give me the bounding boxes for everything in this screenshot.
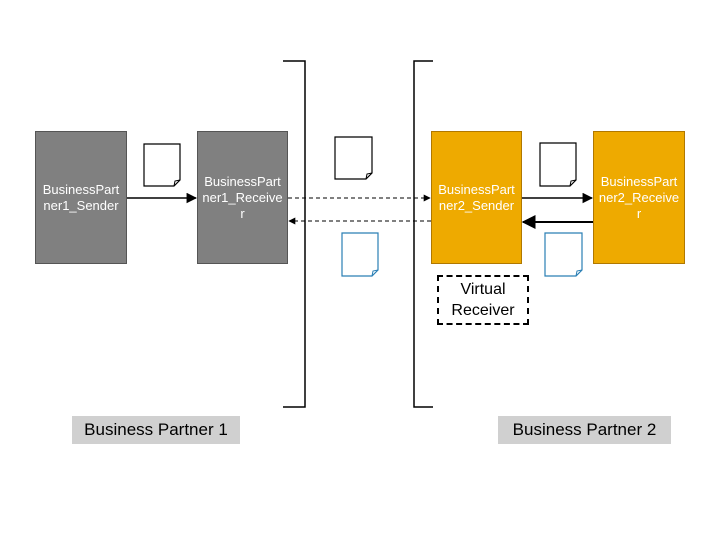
bp1-receiver-label: BusinessPartner1_Receiver bbox=[202, 173, 283, 221]
bp2-receiver-label: BusinessPartner2_Receiver bbox=[598, 173, 680, 221]
response-document-icon bbox=[341, 232, 379, 277]
bp2-receiver-box: BusinessPartner2_Receiver bbox=[593, 131, 685, 264]
right-bracket bbox=[413, 60, 433, 408]
bp2-sender-label: BusinessPartner2_Sender bbox=[438, 181, 515, 213]
virtual-receiver-line2: Receiver bbox=[451, 302, 515, 319]
bp1-sender-label: BusinessPartner1_Sender bbox=[42, 181, 120, 213]
business-partner-1-text: Business Partner 1 bbox=[84, 420, 228, 439]
business-partner-1-label: Business Partner 1 bbox=[72, 416, 240, 444]
business-partner-2-text: Business Partner 2 bbox=[512, 420, 657, 439]
business-partner-2-label: Business Partner 2 bbox=[498, 416, 671, 444]
bp1-receiver-box: BusinessPartner1_Receiver bbox=[197, 131, 288, 264]
bp2-sender-box: BusinessPartner2_Sender bbox=[431, 131, 522, 264]
document-icon bbox=[143, 143, 181, 187]
left-bracket bbox=[283, 60, 306, 408]
response-document-icon bbox=[544, 232, 583, 277]
virtual-receiver-box: Virtual Receiver bbox=[437, 275, 529, 325]
bp1-sender-box: BusinessPartner1_Sender bbox=[35, 131, 127, 264]
virtual-receiver-line1: Virtual bbox=[460, 281, 506, 298]
document-icon bbox=[539, 142, 577, 187]
document-icon bbox=[334, 136, 373, 180]
